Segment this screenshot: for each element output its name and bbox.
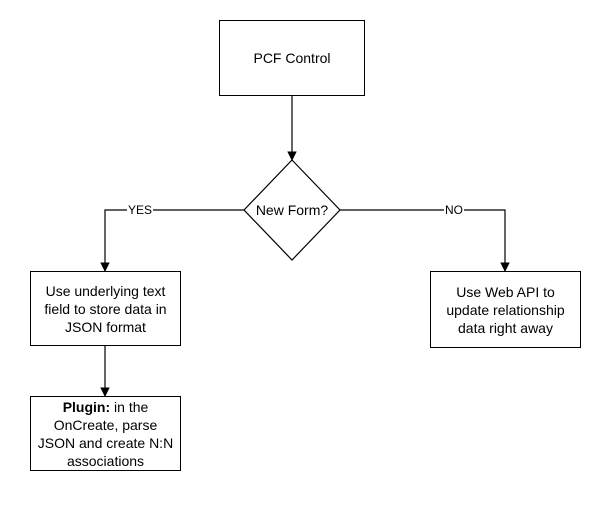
plugin-node: Plugin: in the OnCreate, parse JSON and … [30,396,181,471]
plugin-label-bold: Plugin: [62,398,111,415]
text-field-storage-label: Use underlying text field to store data … [44,282,167,335]
decision-label: New Form? [255,202,329,218]
pcf-control-label: PCF Control [253,50,331,66]
web-api-node: Use Web API to update relationship data … [430,271,581,348]
plugin-label-rest: in the OnCreate, parse JSON and create N… [37,398,174,469]
pcf-control-node: PCF Control [219,20,365,96]
plugin-label: Plugin: in the OnCreate, parse JSON and … [36,398,175,470]
yes-edge-label: YES [127,203,154,217]
decision-diamond [243,159,341,261]
no-edge-label: NO [444,203,464,217]
web-api-label: Use Web API to update relationship data … [446,283,565,336]
text-field-storage-node: Use underlying text field to store data … [30,271,181,346]
edge-no [340,209,510,272]
edge-yes [100,209,244,272]
